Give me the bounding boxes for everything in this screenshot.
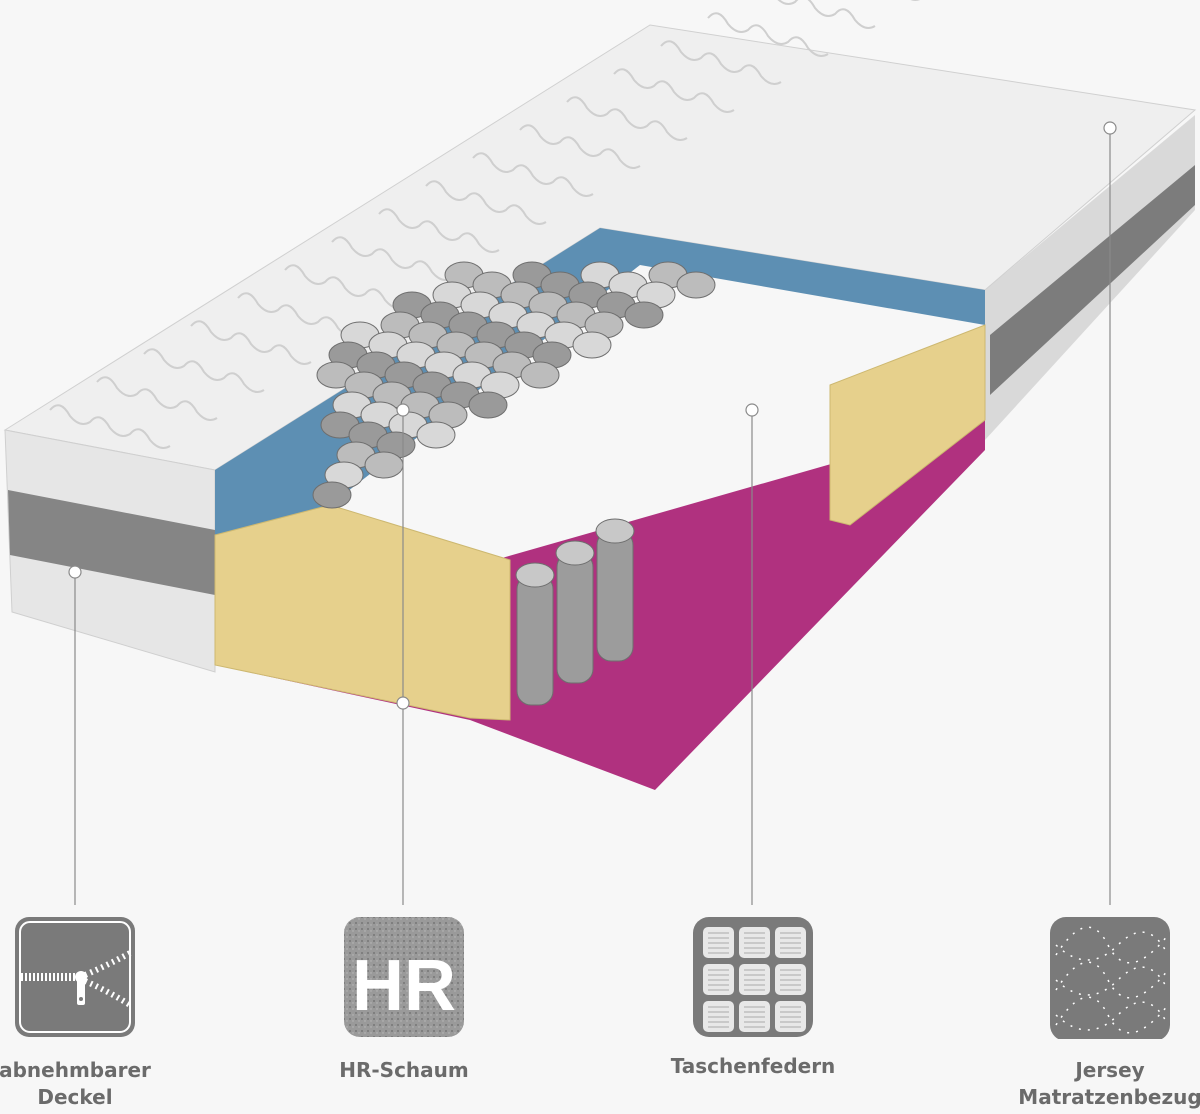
feature-hr-foam: HR HR-Schaum bbox=[284, 915, 524, 1084]
feature-label: abnehmbarer bbox=[0, 1058, 151, 1082]
mattress-front-band bbox=[8, 490, 215, 595]
mattress-far-band bbox=[990, 165, 1195, 395]
spring-pocket bbox=[624, 301, 664, 329]
quilt-wave bbox=[331, 236, 453, 281]
feature-label: Jersey bbox=[1075, 1058, 1145, 1082]
quilting-pattern bbox=[49, 0, 921, 449]
quilt-wave bbox=[777, 0, 876, 29]
hr-foam-icon: HR bbox=[344, 917, 464, 1037]
quilt-wave bbox=[237, 292, 359, 337]
zipper-icon bbox=[15, 917, 135, 1037]
spring-pocket bbox=[595, 518, 635, 544]
quilt-wave bbox=[519, 124, 641, 169]
spring-pocket bbox=[515, 562, 555, 588]
callout-dot-jersey bbox=[1103, 121, 1117, 135]
quilt-wave bbox=[96, 376, 218, 421]
hr-icon-text: HR bbox=[352, 946, 456, 1026]
pocket-springs-icon bbox=[693, 917, 813, 1037]
spring-pocket bbox=[520, 361, 560, 389]
quilt-wave bbox=[190, 320, 312, 365]
spring-column bbox=[516, 574, 554, 706]
yellow-foam-front bbox=[214, 504, 511, 721]
callout-dot-hr bbox=[396, 403, 410, 417]
spring-pocket bbox=[312, 481, 352, 509]
feature-label: HR-Schaum bbox=[339, 1058, 469, 1082]
quilt-wave bbox=[143, 348, 265, 393]
feature-label-line2: Matratzenbezug bbox=[1018, 1085, 1200, 1109]
spring-pocket bbox=[468, 391, 508, 419]
spring-pocket bbox=[555, 540, 595, 566]
spring-pocket bbox=[416, 421, 456, 449]
quilt-wave bbox=[284, 264, 406, 309]
quilt-wave bbox=[49, 404, 171, 449]
pocket-springs bbox=[312, 261, 716, 706]
quilt-wave bbox=[472, 152, 594, 197]
callout-dot-springs bbox=[745, 403, 759, 417]
jersey-fabric-icon bbox=[1050, 917, 1170, 1039]
quilt-wave bbox=[566, 96, 688, 141]
feature-pocket-springs: Taschenfedern bbox=[633, 915, 873, 1080]
callout-dot-cover bbox=[68, 565, 82, 579]
spring-pocket bbox=[572, 331, 612, 359]
feature-label: Taschenfedern bbox=[670, 1054, 836, 1078]
spring-pocket bbox=[364, 451, 404, 479]
quilt-wave bbox=[613, 68, 735, 113]
callout-dot-hr-base bbox=[396, 696, 410, 710]
quilt-wave bbox=[378, 208, 500, 253]
quilt-wave bbox=[660, 40, 782, 85]
spring-column bbox=[556, 552, 594, 684]
yellow-foam-back bbox=[829, 324, 986, 526]
quilt-wave bbox=[425, 180, 547, 225]
spring-pocket bbox=[676, 271, 716, 299]
spring-column bbox=[596, 530, 634, 662]
feature-label-line2: Deckel bbox=[37, 1085, 113, 1109]
quilt-wave bbox=[707, 12, 829, 57]
